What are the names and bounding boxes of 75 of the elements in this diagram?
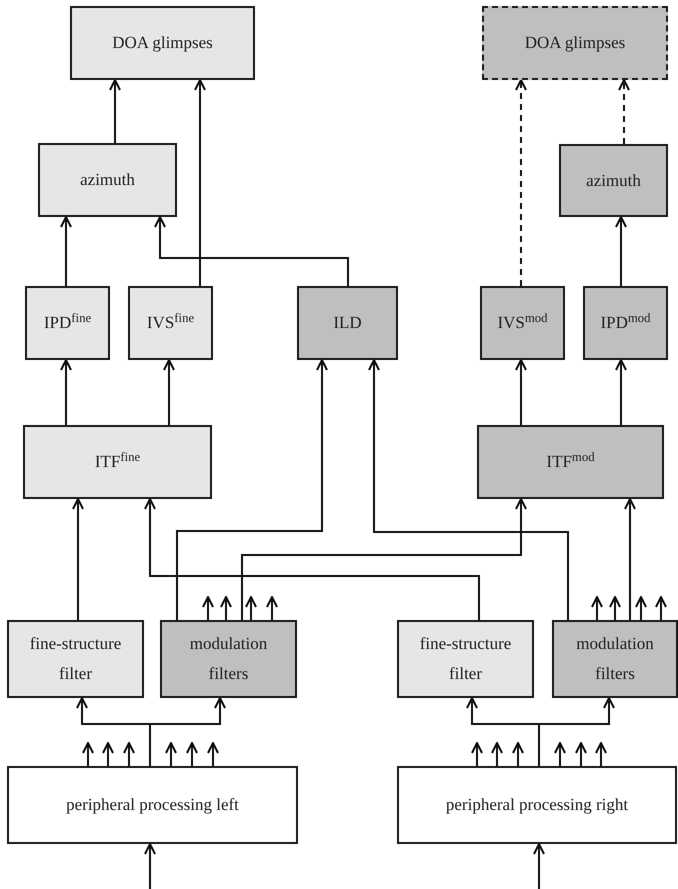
arrow: [618, 79, 630, 144]
arrow: [635, 596, 647, 620]
arrow: [102, 742, 114, 766]
box-label: ILD: [333, 312, 362, 334]
box-label: DOA glimpses: [524, 32, 626, 54]
arrow: [186, 742, 198, 766]
box-label: peripheral processing right: [446, 794, 628, 816]
arrow: [60, 216, 72, 286]
box-label: IPD$^{fine}$: [44, 310, 92, 334]
process-box: [552, 620, 678, 698]
arrow: [554, 742, 566, 766]
arrow: [491, 742, 503, 766]
arrow: [60, 359, 72, 425]
process-box: [583, 286, 668, 360]
box-label: modulation filters: [188, 633, 268, 685]
box-label: fine-structure filter: [28, 633, 122, 685]
arrow: [471, 742, 483, 766]
arrow: [245, 596, 257, 620]
arrow: [624, 498, 636, 620]
process-box: [397, 766, 677, 844]
arrow: [615, 359, 627, 425]
arrow: [368, 359, 569, 620]
process-box: [128, 286, 213, 360]
arrow: [512, 742, 524, 766]
arrow: [515, 359, 527, 425]
arrow: [154, 216, 349, 286]
arrow: [655, 596, 667, 620]
arrow: [591, 596, 603, 620]
arrow: [163, 359, 175, 425]
box-label: ITF$^{fine}$: [94, 448, 140, 473]
process-box: [477, 425, 664, 499]
arrow: [82, 742, 94, 766]
arrow: [533, 843, 545, 889]
arrow: [123, 742, 135, 766]
arrow: [207, 742, 219, 766]
arrow: [220, 596, 232, 620]
arrow: [144, 498, 480, 620]
arrow: [595, 742, 607, 766]
arrow: [144, 843, 156, 889]
arrow: [149, 697, 226, 766]
arrow: [266, 596, 278, 620]
box-label: fine-structure filter: [418, 633, 512, 685]
box-label: peripheral processing left: [66, 794, 239, 816]
arrow: [194, 79, 206, 286]
process-box: [23, 425, 212, 499]
box-label: IVS$^{fine}$: [146, 310, 194, 334]
box-label: IPD$^{mod}$: [600, 310, 651, 334]
process-box: [38, 143, 177, 217]
arrow: [615, 216, 627, 286]
process-box: [7, 620, 144, 698]
arrow: [575, 742, 587, 766]
box-label: azimuth: [586, 170, 641, 192]
process-box: [160, 620, 297, 698]
process-box: [7, 766, 298, 844]
arrow: [165, 742, 177, 766]
arrow: [109, 79, 121, 143]
process-box: [482, 6, 668, 80]
box-label: azimuth: [80, 169, 135, 191]
arrow: [609, 596, 621, 620]
box-label: DOA glimpses: [112, 32, 213, 54]
box-label: IVS$^{mod}$: [497, 310, 548, 334]
arrow: [241, 498, 527, 620]
process-box: [397, 620, 534, 698]
arrow: [72, 498, 84, 620]
box-label: ITF$^{mod}$: [546, 448, 595, 473]
arrow: [176, 359, 328, 620]
arrow: [202, 596, 214, 620]
arrow: [538, 697, 615, 766]
process-box: [70, 6, 255, 80]
box-label: modulation filters: [575, 633, 655, 685]
arrow: [515, 79, 527, 286]
process-box: [559, 144, 668, 217]
process-box: [480, 286, 565, 360]
process-box: [25, 286, 110, 360]
process-box: [297, 286, 398, 360]
